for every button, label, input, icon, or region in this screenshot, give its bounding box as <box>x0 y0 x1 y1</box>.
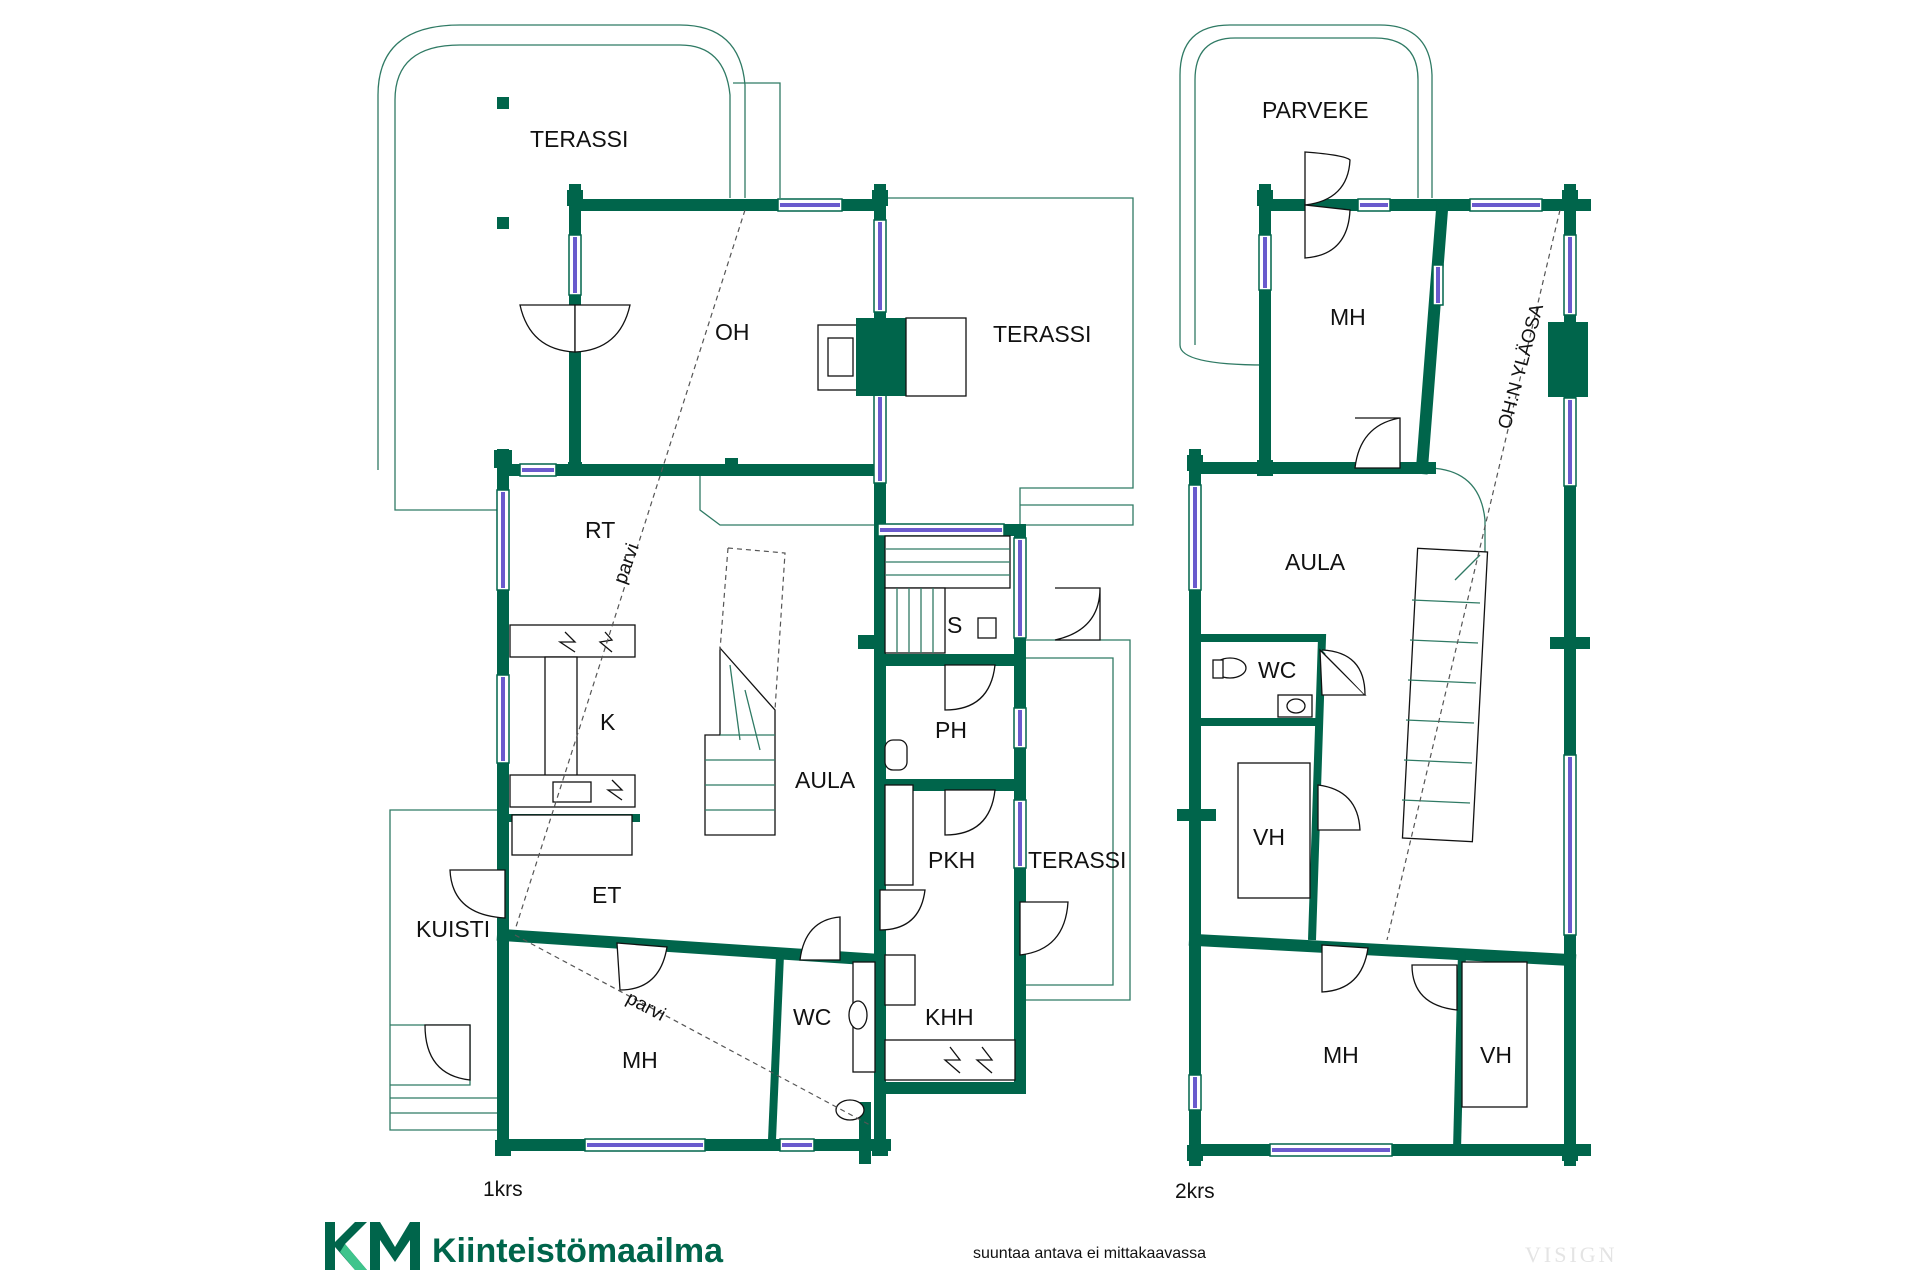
brand-name: Kiinteistömaailma <box>432 1232 724 1270</box>
room-label-vh-right: VH <box>1480 1042 1512 1068</box>
room-label-wc-2: WC <box>1258 657 1296 683</box>
room-label-s: S <box>947 612 962 638</box>
room-label-ph: PH <box>935 717 967 743</box>
room-label-parvi-upper: parvi <box>610 541 644 587</box>
floor-1-label: 1krs <box>483 1178 523 1201</box>
room-label-vh-left: VH <box>1253 824 1285 850</box>
room-label-terassi-ne: TERASSI <box>993 321 1091 347</box>
parvi-outline <box>514 209 871 1126</box>
km-logo-mark <box>325 1222 420 1270</box>
watermark: VISIGN <box>1525 1242 1618 1267</box>
brand-logo: Kiinteistömaailma <box>325 1222 724 1270</box>
room-label-pkh: PKH <box>928 847 975 873</box>
room-label-parveke: PARVEKE <box>1262 97 1369 123</box>
balcony-outline <box>1179 24 1486 560</box>
windows-floor-2 <box>1188 198 1577 1157</box>
bath-fixtures-floor-2 <box>1212 657 1528 1108</box>
room-label-parvi-lower: parvi <box>623 988 669 1026</box>
windows-floor-1 <box>496 198 1027 1152</box>
terrace-outlines-floor-1 <box>377 24 1134 1131</box>
disclaimer-note: suuntaa antava ei mittakaavassa <box>973 1245 1206 1262</box>
room-label-mh: MH <box>622 1047 658 1073</box>
room-label-terassi-nw: TERASSI <box>530 126 628 152</box>
posts-floor-1 <box>494 97 888 1156</box>
room-label-oh: OH <box>715 319 750 345</box>
room-labels-floor-1: TERASSI TERASSI OH RT parvi K AULA S PH … <box>416 126 1126 1201</box>
room-label-et: ET <box>592 882 621 908</box>
room-label-mh-bottom: MH <box>1323 1042 1359 1068</box>
floor-2-plan: PARVEKE MH OH:N YLÄOSA AULA WC VH MH VH … <box>1175 24 1591 1203</box>
room-label-wc: WC <box>793 1004 831 1030</box>
floor-2-label: 2krs <box>1175 1180 1215 1203</box>
room-label-aula: AULA <box>795 767 856 793</box>
sauna-benches <box>884 535 1011 654</box>
bath-fixtures-floor-1 <box>835 739 1016 1121</box>
room-label-mh-top: MH <box>1330 304 1366 330</box>
fireplace <box>817 317 967 397</box>
doors-floor-2 <box>1304 151 1458 1011</box>
posts-floor-2 <box>1187 190 1590 1161</box>
room-label-kuisti: KUISTI <box>416 916 490 942</box>
floor-1-plan: TERASSI TERASSI OH RT parvi K AULA S PH … <box>377 24 1134 1201</box>
room-label-oh-ylaosa: OH:N YLÄOSA <box>1495 301 1549 431</box>
room-label-rt: RT <box>585 517 615 543</box>
kitchen-counters <box>509 624 636 856</box>
stairs-floor-1 <box>704 547 786 836</box>
room-label-khh: KHH <box>925 1004 974 1030</box>
doors-floor-1 <box>424 304 1101 1081</box>
room-label-terassi-e: TERASSI <box>1028 847 1126 873</box>
room-label-k: K <box>600 709 616 735</box>
oh-ylaosa-outline <box>1386 209 1561 941</box>
room-label-aula-2: AULA <box>1285 549 1346 575</box>
